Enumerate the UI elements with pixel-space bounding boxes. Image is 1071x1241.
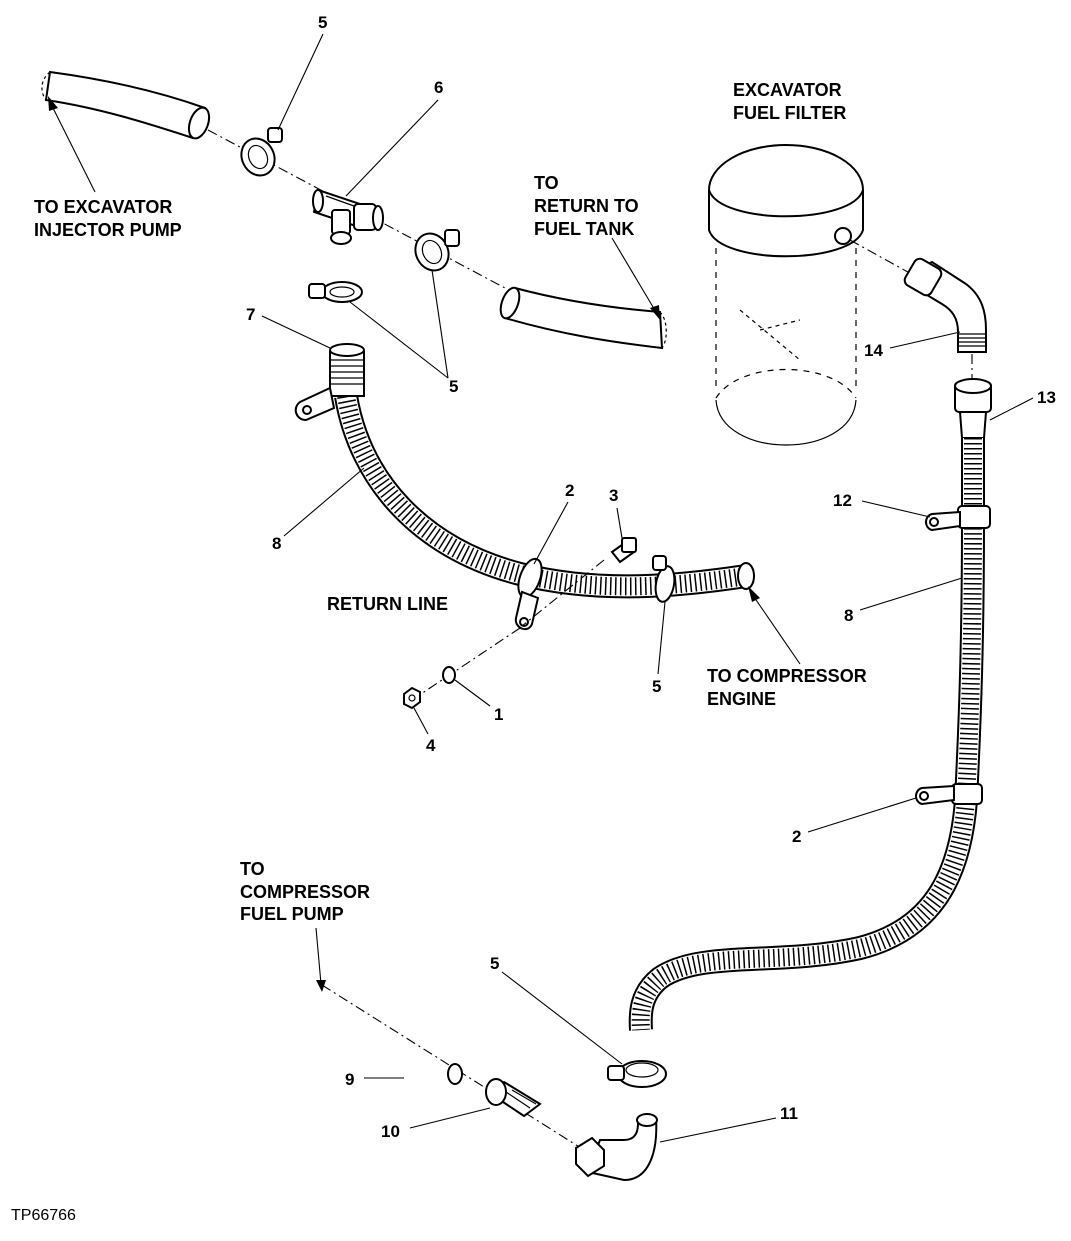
label-to-compressor-fuel-pump: TO COMPRESSOR FUEL PUMP [240,859,370,924]
callout-number: 3 [609,486,618,505]
hose-bracket-clamp-upper [925,505,991,532]
label-excavator-fuel-filter: EXCAVATOR FUEL FILTER [733,80,846,123]
callout-7: 7 [246,305,331,349]
callout-number: 14 [864,341,883,360]
label-line: COMPRESSOR [240,882,370,902]
callout-number: 13 [1037,388,1056,407]
label-return-line: RETURN LINE [327,594,448,614]
injector-pump-arrow [48,96,96,193]
swivel-nut [954,378,992,439]
compressor-fuel-pump-arrow [315,927,326,992]
callout-12: 12 [833,491,931,518]
label-line: FUEL FILTER [733,103,846,123]
callout-number: 5 [318,13,327,32]
corrugated-hose-right [628,438,985,1031]
label-line: TO COMPRESSOR [707,666,867,686]
callout-number: 2 [565,481,574,500]
washer [442,666,456,684]
label-line: TO [534,173,559,193]
elbow-fitting [903,257,987,353]
callout-10: 10 [381,1107,491,1141]
nut [403,686,421,710]
filter-centerline [849,239,916,277]
callout-2-left: 2 [533,481,574,565]
callout-6: 6 [345,78,443,197]
label-line: EXCAVATOR [733,80,842,100]
callout-number: 1 [494,705,503,724]
corrugated-hose-left [334,393,755,599]
callout-11: 11 [659,1104,798,1143]
compressor-engine-arrow [748,586,801,665]
callout-number: 2 [792,827,801,846]
callout-number: 5 [490,954,499,973]
label-line: FUEL TANK [534,219,634,239]
label-to-excavator-injector-pump: TO EXCAVATOR INJECTOR PUMP [34,197,182,240]
label-to-compressor-engine: TO COMPRESSOR ENGINE [707,666,867,709]
callout-9: 9 [345,1070,404,1089]
hose-clamp-bottom [607,1060,667,1088]
callout-number: 11 [780,1104,798,1123]
tee-fitting [312,188,384,245]
figure-id: TP66766 [11,1207,76,1224]
callout-13: 13 [989,388,1056,421]
callout-5-bottom: 5 [490,954,623,1065]
callout-number: 10 [381,1122,400,1141]
callout-1: 1 [454,679,503,724]
callout-number: 4 [426,736,436,755]
straight-connector [485,1078,542,1118]
label-line: FUEL PUMP [240,904,344,924]
hose-bracket-clamp-lower [915,783,983,806]
hose-clamp-middle [414,229,460,272]
callout-number: 12 [833,491,852,510]
hose-bracket-clamp-left [514,557,543,631]
assembly-centerline-top [207,129,521,297]
label-line: RETURN TO [534,196,639,216]
callout-number: 8 [272,534,281,553]
hose-clamp-return-line [652,555,676,603]
hose-clamp-top [240,127,283,177]
callout-14: 14 [864,331,961,360]
label-line: TO EXCAVATOR [34,197,172,217]
excavator-fuel-filter [708,144,864,446]
callout-4: 4 [413,707,436,755]
label-to-return-to-fuel-tank: TO RETURN TO FUEL TANK [534,173,639,239]
label-line: TO [240,859,265,879]
callout-number: 7 [246,305,255,324]
hose-clamp-fitting [308,281,363,303]
callout-5-middle: 5 [349,269,458,396]
bolt-centerline [521,559,605,627]
callout-3: 3 [609,486,623,539]
callout-number: 9 [345,1070,354,1089]
callout-5-return: 5 [652,601,666,696]
fuel-tank-arrow [611,237,660,320]
fastener-centerline [411,627,521,701]
bolt [610,537,637,564]
bottom-elbow-fitting [575,1113,658,1182]
o-ring [447,1063,463,1085]
callout-number: 5 [652,677,661,696]
callout-2-right: 2 [792,797,917,846]
hose-to-fuel-tank [499,286,667,350]
label-line: ENGINE [707,689,776,709]
callout-8-left: 8 [272,467,365,553]
callout-number: 8 [844,606,853,625]
callout-8-right: 8 [844,577,963,625]
hose-to-injector-pump [41,70,211,140]
fuel-return-fitting [294,343,365,422]
callout-number: 6 [434,78,443,97]
label-line: INJECTOR PUMP [34,220,182,240]
callout-5-top: 5 [277,13,327,131]
callout-number: 5 [449,377,458,396]
